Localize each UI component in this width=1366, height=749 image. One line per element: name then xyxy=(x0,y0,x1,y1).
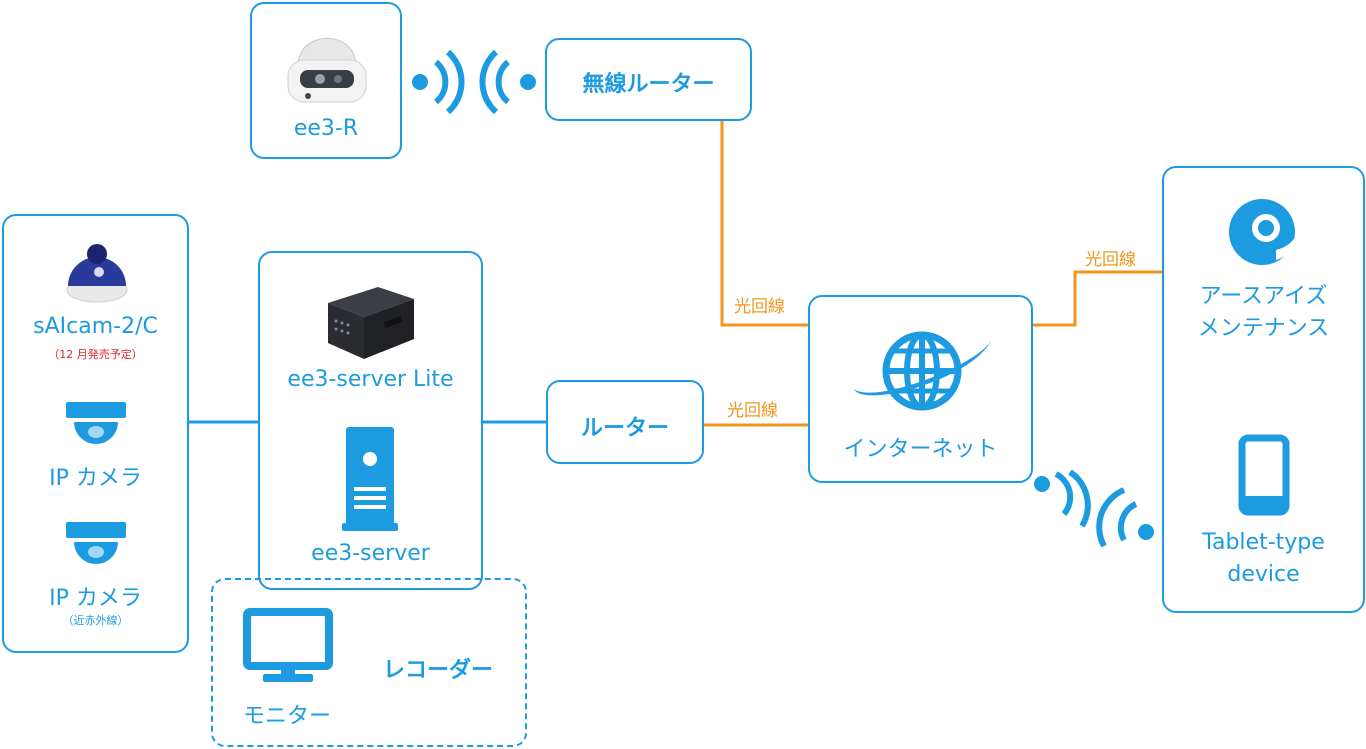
wifi-signal-icon xyxy=(412,49,536,115)
robot-camera-icon xyxy=(287,37,367,103)
security-camera-icon xyxy=(66,402,126,444)
wireless-router-label: 無線ルーター xyxy=(582,72,715,97)
maintenance-group-box: アースアイズ メンテナンス Tablet-type device xyxy=(1162,166,1365,613)
wifi-signal-icon xyxy=(1034,470,1154,548)
ee3r-box: ee3-R xyxy=(250,2,402,159)
earth-eyes-logo-icon xyxy=(1229,199,1298,265)
tablet-label-line2: device xyxy=(1227,562,1300,587)
tower-server-icon xyxy=(342,427,398,531)
server-group-box: ee3-server Lite ee3-server xyxy=(258,251,483,590)
globe-icon xyxy=(854,331,992,411)
ipcam2-note: （近赤外線） xyxy=(62,614,129,627)
ipcam2-label: IP カメラ xyxy=(49,586,142,611)
monitor-label: モニター xyxy=(242,704,331,729)
dome-camera-icon xyxy=(66,244,128,303)
camera-group-box: sAIcam-2/C （12 月発売予定） IP カメラ IP カメラ （近赤外… xyxy=(2,214,189,653)
server-lite-label: ee3-server Lite xyxy=(287,367,454,392)
fiber-label-1: 光回線 xyxy=(734,297,785,317)
internet-box: インターネット xyxy=(808,295,1033,483)
tablet-label-line1: Tablet-type xyxy=(1202,530,1325,555)
fiber-internet-maintenance xyxy=(1032,270,1163,327)
ipcam1-label: IP カメラ xyxy=(49,466,142,491)
router-label: ルーター xyxy=(580,416,669,441)
server-box-icon xyxy=(328,287,414,359)
server-label: ee3-server xyxy=(311,541,430,566)
ee3r-label: ee3-R xyxy=(293,116,359,141)
saicam-note: （12 月発売予定） xyxy=(48,348,143,361)
saicam-label: sAIcam-2/C xyxy=(33,314,158,339)
router-box: ルーター xyxy=(546,380,704,464)
internet-label: インターネット xyxy=(843,437,998,462)
wireless-router-box: 無線ルーター xyxy=(545,38,752,121)
recorder-group-box: モニター レコーダー xyxy=(211,578,527,747)
fiber-label-3: 光回線 xyxy=(1085,250,1136,270)
recorder-label: レコーダー xyxy=(382,658,493,683)
tablet-icon xyxy=(1238,434,1290,516)
maintenance-label-line1: アースアイズ xyxy=(1199,284,1328,309)
monitor-icon xyxy=(243,608,333,682)
maintenance-label-line2: メンテナンス xyxy=(1197,316,1330,341)
fiber-wireless-internet xyxy=(720,120,809,327)
fiber-label-2: 光回線 xyxy=(727,401,778,421)
security-camera-icon xyxy=(66,522,126,564)
